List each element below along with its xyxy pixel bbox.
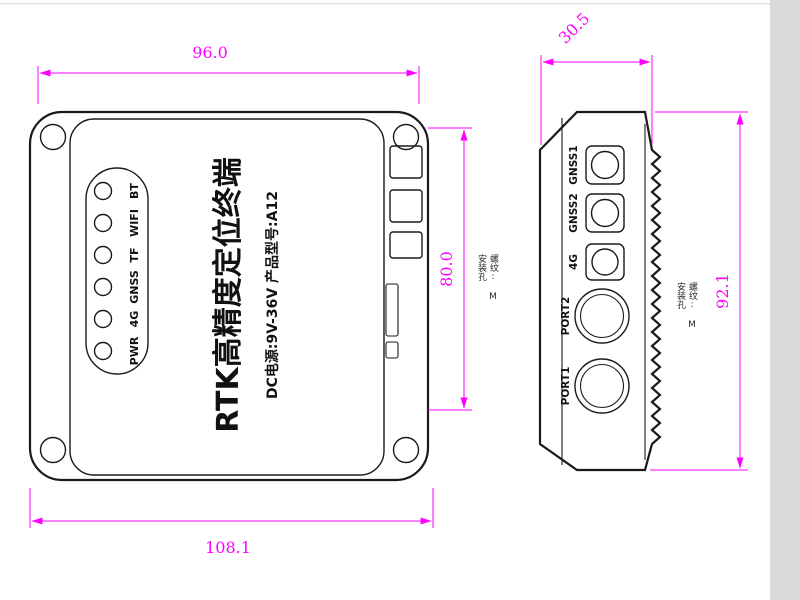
led-panel-outline [85, 167, 149, 375]
dimension-text-bottom-width: 108.1 [205, 538, 251, 557]
antenna-port-gnss2-pin [590, 198, 620, 228]
port1-connector-inner [579, 363, 625, 409]
mounting-hole-bottom-right [392, 436, 420, 464]
led-label: PWR [128, 336, 141, 365]
antenna-port-gnss1 [585, 145, 625, 185]
port2-connector-inner [579, 293, 625, 339]
led-indicator [93, 341, 113, 361]
dimension-front-height: 80.0 [428, 127, 472, 411]
led-indicator [93, 309, 113, 329]
thread-note-side-col2: 螺纹: M [687, 282, 698, 330]
port2-connector-outer [574, 288, 630, 344]
dimension-bottom-width: 108.1 [29, 488, 434, 557]
device-subtitle-text: DC电源:9V-36V 产品型号:A12 [264, 191, 281, 399]
led-label: BT [128, 183, 141, 199]
edge-connector-cutout [389, 145, 423, 179]
dimension-text-side-width: 30.5 [555, 9, 594, 48]
led-indicator [93, 181, 113, 201]
led-indicator [93, 277, 113, 297]
antenna-port-gnss2 [585, 193, 625, 233]
front-view: BT WIFI TF GNSS 4G PWR RTK高精度定位终端 DC电源:9… [28, 110, 430, 482]
top-border-line [0, 3, 770, 5]
led-label: 4G [128, 311, 141, 328]
side-outline-with-serration [538, 110, 662, 472]
front-inner-face-outline [69, 118, 385, 476]
thread-note-front-col1: 安装孔 [476, 253, 487, 282]
thread-note-side-col1: 安装孔 [675, 281, 686, 310]
mounting-hole-top-left [39, 123, 67, 151]
led-indicator [93, 213, 113, 233]
connector-label-gnss1: GNSS1 [568, 145, 580, 184]
edge-connector-cutout [389, 231, 423, 259]
port1-connector-outer [574, 358, 630, 414]
antenna-port-4g [585, 243, 625, 281]
led-label: TF [128, 247, 141, 262]
dimension-side-width: 30.5 [540, 9, 653, 145]
dimension-text-top-width: 96.0 [192, 43, 228, 62]
edge-slot-cutout [385, 341, 399, 359]
connector-label-port2: PORT2 [560, 297, 572, 336]
dimension-top-width: 96.0 [37, 43, 420, 104]
dimension-text-side-height: 92.1 [713, 273, 732, 309]
thread-note-front: 安装孔 螺纹: M [476, 253, 499, 302]
antenna-port-4g-pin [591, 248, 619, 276]
page-edge-strip [770, 0, 800, 600]
led-label: WIFI [128, 209, 141, 237]
connector-label-4g: 4G [568, 254, 580, 270]
edge-connector-cutout [389, 189, 423, 223]
edge-slot-cutout [385, 283, 399, 337]
antenna-port-gnss1-pin [590, 150, 620, 180]
connector-label-gnss2: GNSS2 [568, 193, 580, 232]
thread-note-side: 安装孔 螺纹: M [675, 281, 698, 330]
mounting-hole-bottom-left [39, 436, 67, 464]
front-outer-body-outline [28, 110, 430, 482]
device-title-text: RTK高精度定位终端 [211, 157, 246, 432]
dimension-side-height: 92.1 [650, 111, 748, 471]
thread-note-front-col2: 螺纹: M [488, 254, 499, 302]
led-indicator [93, 245, 113, 265]
side-view: GNSS1 GNSS2 4G PORT2 PORT1 [538, 110, 662, 472]
led-label: GNSS [128, 270, 141, 304]
connector-label-port1: PORT1 [560, 367, 572, 406]
mounting-hole-top-right [392, 123, 420, 151]
dimension-text-front-height: 80.0 [437, 251, 456, 287]
